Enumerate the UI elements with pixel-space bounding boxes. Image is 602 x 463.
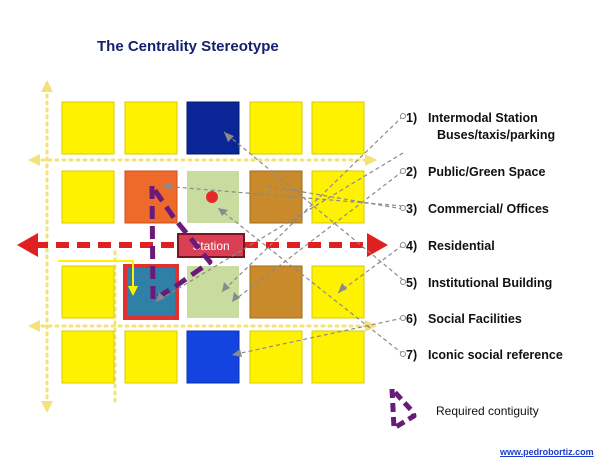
station-label: Station: [192, 239, 229, 253]
block-residential: [61, 170, 115, 224]
iconic-reference-dot: [206, 191, 218, 203]
website-link[interactable]: www.pedrobortiz.com: [500, 447, 594, 457]
legend-item-institutional: 5)Institutional Building: [406, 276, 553, 290]
block-residential: [61, 265, 115, 319]
legend-connectors: [155, 115, 404, 356]
access-path: [58, 260, 134, 290]
block-residential: [311, 330, 365, 384]
block-commercial: [249, 170, 303, 224]
legend-item-green-space: 2)Public/Green Space: [406, 165, 546, 179]
block-residential: [311, 101, 365, 155]
block-residential: [311, 265, 365, 319]
block-residential: [249, 101, 303, 155]
contiguity-label: Required contiguity: [436, 404, 539, 418]
block-residential: [311, 170, 365, 224]
legend-item-iconic-reference: 7)Iconic social reference: [406, 348, 563, 362]
legend-item-intermodal-station: 1)Intermodal Station: [406, 111, 538, 125]
axis-arrowheads: [28, 80, 377, 413]
block-residential: [124, 101, 178, 155]
access-path-arrowhead: [128, 286, 138, 296]
block-social-facilities: [186, 330, 240, 384]
legend-item-residential: 4)Residential: [406, 239, 495, 253]
page-title: The Centrality Stereotype: [97, 38, 279, 55]
block-residential: [61, 330, 115, 384]
legend-item-intermodal-sub: Buses/taxis/parking: [437, 128, 556, 142]
connector-arrowheads: [156, 132, 347, 357]
contiguity-outline: [149, 184, 213, 303]
legend-item-commercial: 3)Commercial/ Offices: [406, 202, 549, 216]
block-intermodal-station: [186, 101, 240, 155]
block-residential: [124, 330, 178, 384]
block-residential: [249, 330, 303, 384]
block-commercial: [249, 265, 303, 319]
block-residential: [61, 101, 115, 155]
legend-bullets: [400, 113, 406, 357]
contiguity-legend-icon: [389, 387, 417, 431]
legend-item-social-facilities: 6)Social Facilities: [406, 312, 522, 326]
grid-axes: [33, 86, 372, 407]
